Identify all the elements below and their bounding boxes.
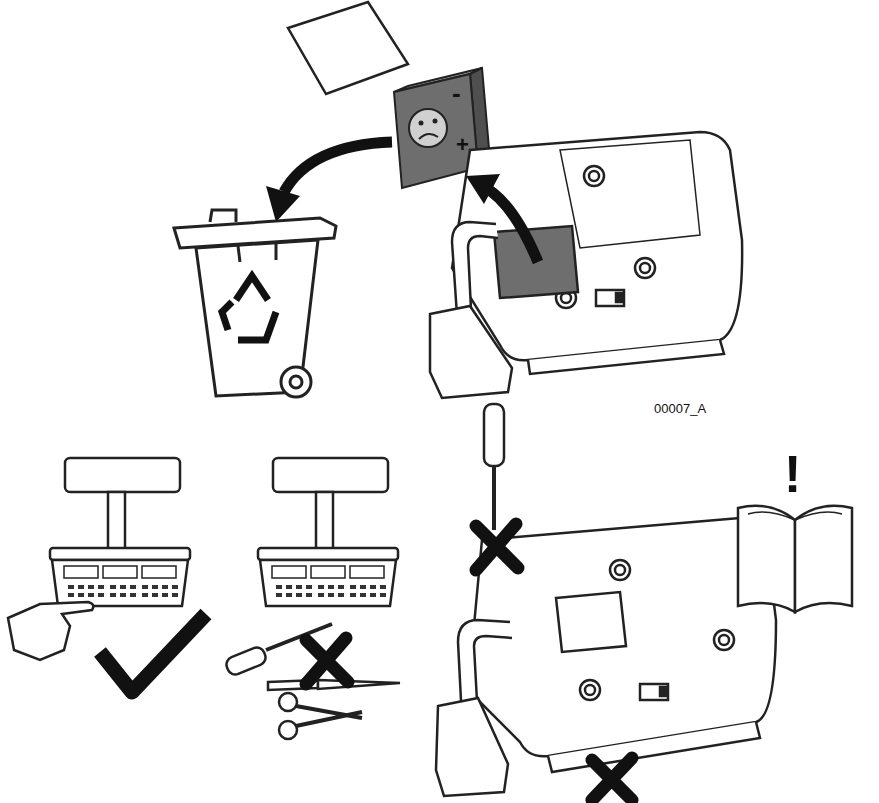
battery-cover bbox=[288, 2, 408, 94]
polarity-mark: + bbox=[456, 134, 469, 156]
arrow bbox=[284, 142, 392, 192]
figure-code: 00007_A bbox=[654, 402, 706, 415]
tools bbox=[224, 624, 400, 739]
check-mark bbox=[100, 614, 206, 692]
hand bbox=[8, 602, 93, 660]
polarity-mark: - bbox=[452, 80, 461, 106]
scale-underside bbox=[436, 404, 776, 796]
scale-underside bbox=[430, 132, 742, 398]
cross bbox=[306, 638, 348, 684]
recycle-bin bbox=[174, 210, 336, 397]
manual-book bbox=[738, 506, 852, 612]
warning-mark: ! bbox=[784, 448, 801, 500]
